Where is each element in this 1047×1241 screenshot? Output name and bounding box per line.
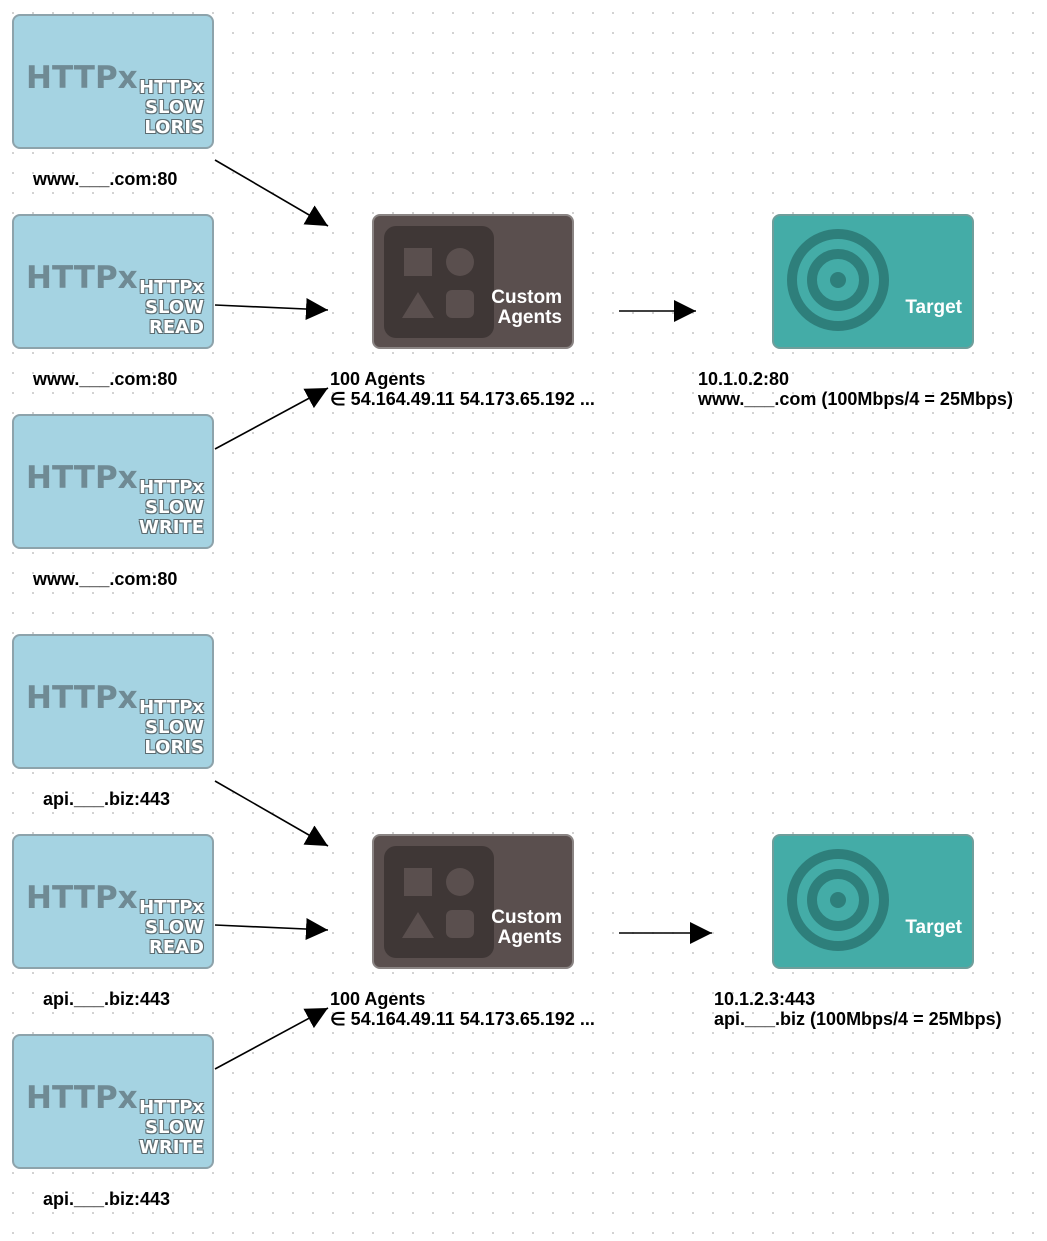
httpx-mark: HTTPx (26, 60, 138, 96)
target-label: Target (905, 297, 962, 318)
target-caption: 10.1.2.3:443 api.___.biz (100Mbps/4 = 25… (714, 989, 1002, 1029)
httpx-slow-read-node[interactable]: HTTPx HTTPx SLOW READ (12, 834, 214, 969)
httpx-attack-label: HTTPx SLOW READ (139, 277, 204, 338)
shapes-icon (384, 226, 494, 338)
edge-write-to-agents-2 (214, 1007, 329, 1070)
httpx-caption: www.___.com:80 (33, 369, 178, 389)
httpx-attack-label: HTTPx SLOW READ (139, 897, 204, 958)
httpx-mark: HTTPx (26, 880, 138, 916)
edge-read-to-agents-2 (214, 918, 329, 941)
edge-loris-to-agents-1 (214, 159, 329, 227)
httpx-mark: HTTPx (26, 680, 138, 716)
httpx-caption: www.___.com:80 (33, 569, 178, 589)
target-node[interactable]: Target (772, 214, 974, 349)
edge-write-to-agents-1 (214, 387, 329, 450)
httpx-slow-loris-node[interactable]: HTTPx HTTPx SLOW LORIS (12, 14, 214, 149)
httpx-caption: api.___.biz:443 (43, 989, 171, 1009)
edge-loris-to-agents-2 (214, 780, 329, 847)
httpx-attack-label: HTTPx SLOW LORIS (139, 697, 204, 758)
target-node[interactable]: Target (772, 834, 974, 969)
httpx-attack-label: HTTPx SLOW WRITE (139, 477, 204, 538)
httpx-slow-write-node[interactable]: HTTPx HTTPx SLOW WRITE (12, 414, 214, 549)
httpx-caption: api.___.biz:443 (43, 789, 171, 809)
agents-caption: 100 Agents ∈ 54.164.49.11 54.173.65.192 … (330, 989, 595, 1029)
target-caption: 10.1.0.2:80 www.___.com (100Mbps/4 = 25M… (698, 369, 1013, 409)
edge-read-to-agents-1 (214, 298, 329, 321)
shapes-icon (384, 846, 494, 958)
target-icon (787, 229, 889, 331)
target-label: Target (905, 917, 962, 938)
httpx-slow-write-node[interactable]: HTTPx HTTPx SLOW WRITE (12, 1034, 214, 1169)
httpx-slow-read-node[interactable]: HTTPx HTTPx SLOW READ (12, 214, 214, 349)
agents-caption: 100 Agents ∈ 54.164.49.11 54.173.65.192 … (330, 369, 595, 409)
custom-agents-label: Custom Agents (491, 287, 562, 328)
httpx-caption: www.___.com:80 (33, 169, 178, 189)
custom-agents-node[interactable]: Custom Agents (372, 834, 574, 969)
target-icon (787, 849, 889, 951)
custom-agents-label: Custom Agents (491, 907, 562, 948)
httpx-mark: HTTPx (26, 260, 138, 296)
custom-agents-node[interactable]: Custom Agents (372, 214, 574, 349)
httpx-mark: HTTPx (26, 1080, 138, 1116)
httpx-attack-label: HTTPx SLOW WRITE (139, 1097, 204, 1158)
httpx-slow-loris-node[interactable]: HTTPx HTTPx SLOW LORIS (12, 634, 214, 769)
httpx-attack-label: HTTPx SLOW LORIS (139, 77, 204, 138)
httpx-mark: HTTPx (26, 460, 138, 496)
httpx-caption: api.___.biz:443 (43, 1189, 171, 1209)
